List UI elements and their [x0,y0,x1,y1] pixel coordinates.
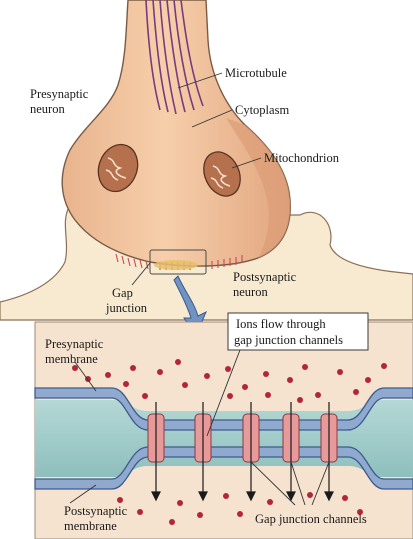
label-cytoplasm: Cytoplasm [235,103,289,117]
label-presynaptic-membrane-2: membrane [45,352,98,366]
label-gap-junction-2: junction [105,301,148,315]
label-postsynaptic-membrane-2: membrane [64,519,117,533]
label-microtubule: Microtubule [225,66,287,80]
label-postsynaptic-membrane-1: Postsynaptic [64,504,128,518]
label-presynaptic-neuron-2: neuron [30,102,65,116]
label-postsynaptic-neuron-2: neuron [233,285,268,299]
ions-flow-text-2: gap junction channels [234,333,343,347]
label-postsynaptic-neuron-1: Postsynaptic [233,270,297,284]
ions-flow-text-1: Ions flow through [236,317,326,331]
presynaptic-neuron-shape [62,0,290,266]
label-presynaptic-membrane-1: Presynaptic [45,337,104,351]
label-gap-junction-1: Gap [112,286,133,300]
label-mitochondrion: Mitochondrion [264,151,340,165]
synaptic-cleft [35,400,413,477]
label-gap-junction-channels: Gap junction channels [255,512,367,526]
label-presynaptic-neuron-1: Presynaptic [30,87,89,101]
